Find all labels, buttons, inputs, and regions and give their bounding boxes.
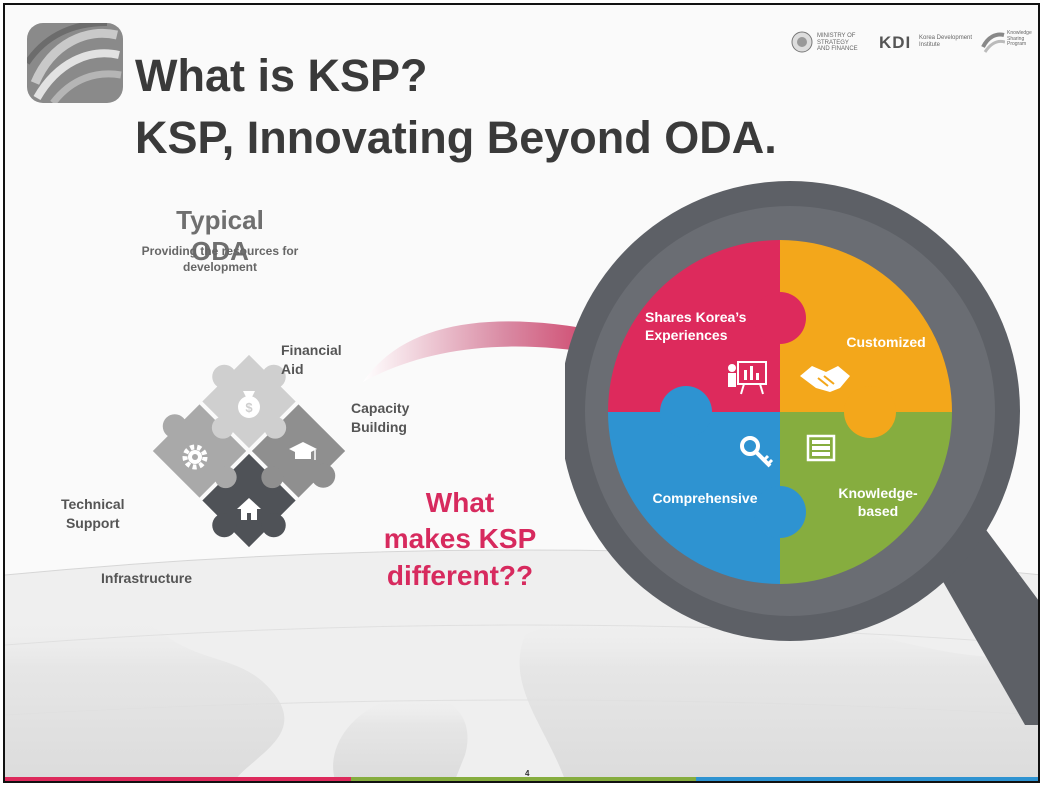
ksp-small-logo-icon: [981, 32, 1005, 53]
kdi-logo-text: Korea Development Institute: [919, 35, 973, 48]
oda-label-financial-aid: Financial Aid: [281, 342, 342, 377]
segment-label-shares: Shares Korea’s Experiences: [645, 309, 747, 344]
segment-label-customized: Customized: [846, 334, 926, 350]
gear-icon: [182, 444, 208, 470]
oda-label-technical-support: Technical Support: [61, 496, 125, 531]
segment-customized: [780, 240, 952, 412]
ksp-logo-text: Knowledge Sharing Program: [1007, 30, 1032, 47]
slide-title-line1: What is KSP?: [135, 50, 428, 101]
typical-oda-subheading: Providing the resources for development: [141, 244, 299, 275]
kdi-logo-mark: KDI: [879, 33, 912, 52]
ksp-puzzle: [608, 240, 952, 584]
segment-label-knowledge: Knowledge- based: [838, 485, 918, 520]
segment-label-comprehensive: Comprehensive: [652, 490, 758, 506]
presentation-icon: [728, 361, 767, 395]
bottom-bar-blue: [696, 777, 1038, 781]
slide-title-line2: KSP, Innovating Beyond ODA.: [135, 112, 777, 163]
bottom-bar-green: [351, 777, 696, 781]
oda-label-capacity-building: Capacity Building: [351, 400, 410, 435]
page-number: 4: [525, 769, 530, 778]
house-icon: [237, 498, 261, 520]
key-icon: [740, 436, 774, 468]
ministry-emblem-icon: [791, 31, 813, 53]
handshake-icon: [800, 366, 850, 392]
graduation-cap-icon: [289, 442, 317, 460]
ministry-logo-text: MINISTRY OF STRATEGY AND FINANCE: [817, 33, 858, 53]
oda-label-infrastructure: Infrastructure: [101, 570, 193, 586]
ksp-swirl-logo: [27, 23, 123, 103]
slide: What is KSP? KSP, Innovating Beyond ODA.…: [3, 3, 1040, 783]
typical-oda-heading: Typical ODA: [176, 205, 264, 266]
svg-text:$: $: [245, 400, 253, 415]
oda-puzzle: $: [152, 354, 346, 548]
bottom-bar-pink: [5, 777, 351, 781]
header-logos: MINISTRY OF STRATEGY AND FINANCE KDI Kor…: [791, 27, 1032, 57]
money-bag-icon: $: [238, 391, 260, 418]
file-cabinet-icon: [806, 434, 836, 462]
question-text: What makes KSP different??: [383, 487, 537, 591]
